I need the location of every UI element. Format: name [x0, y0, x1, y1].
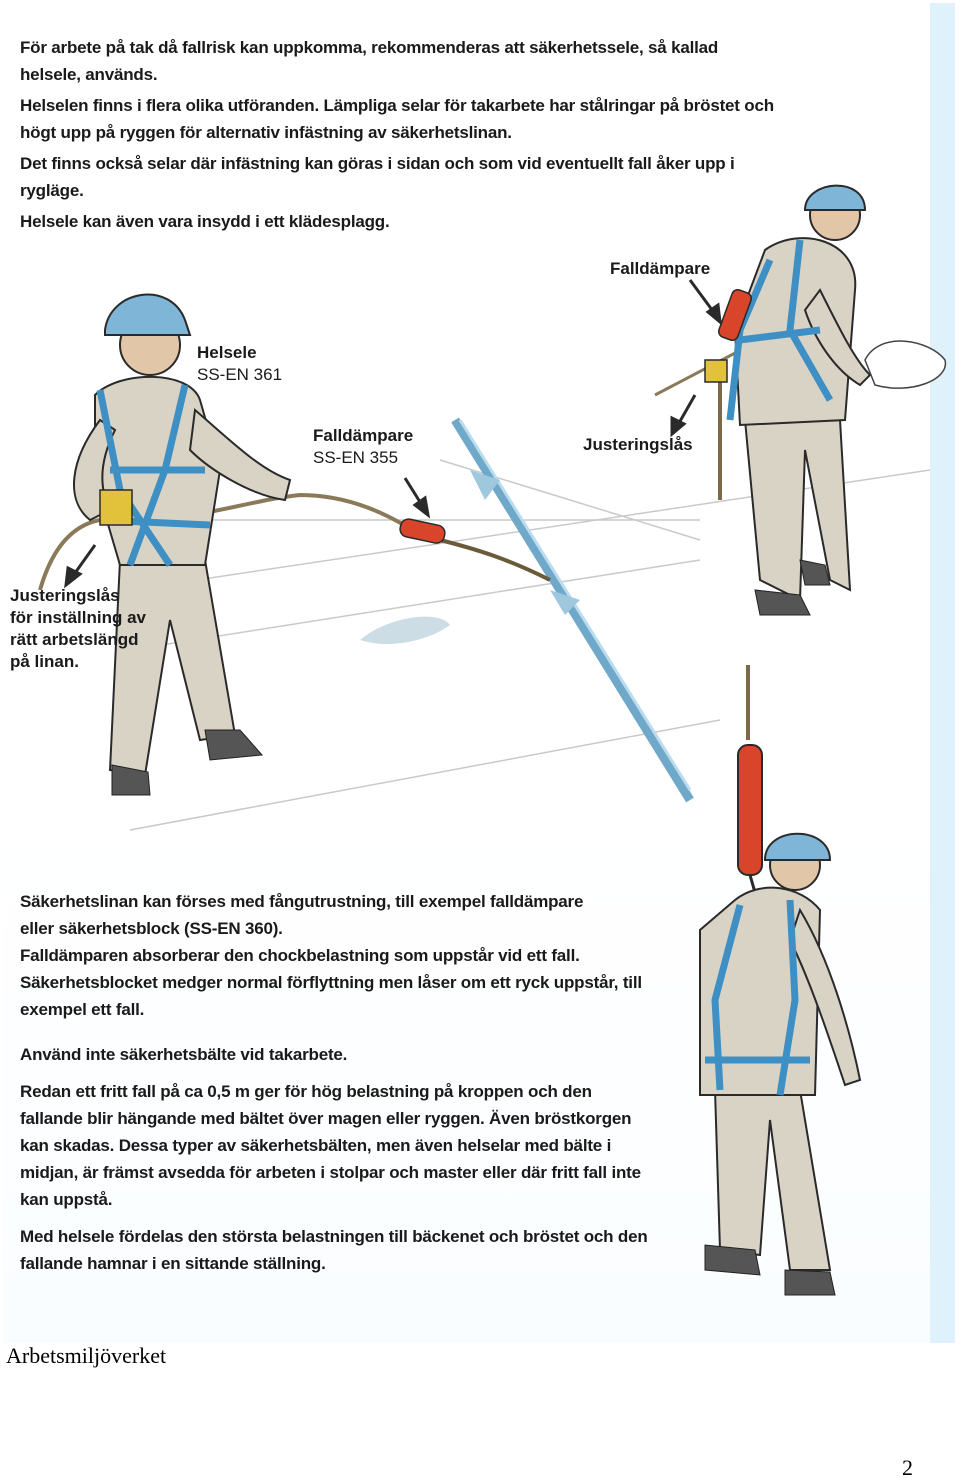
page-number: 2	[902, 1455, 913, 1480]
lower-paragraph-5: Med helsele fördelas den största belastn…	[20, 1227, 648, 1273]
label-helsele-line-2: SS-EN 361	[197, 365, 283, 384]
right-worker-top	[654, 184, 946, 616]
roof-rail	[451, 417, 694, 803]
lower-paragraph-2: Falldämparen absorberar den chockbelastn…	[20, 946, 642, 1019]
label-falldampare-mid-line-2: SS-EN 355	[313, 448, 399, 467]
intro-paragraph-4: Helsele kan även vara insydd i ett kläde…	[20, 212, 390, 231]
label-falldampare-mid-line-1: Falldämpare	[313, 426, 414, 445]
intro-text: För arbete på tak då fallrisk kan uppkom…	[20, 34, 780, 235]
left-worker	[38, 293, 551, 796]
lower-paragraph-3-warning: Använd inte säkerhetsbälte vid takarbete…	[20, 1045, 348, 1064]
lower-text: Säkerhetslinan kan förses med fångutrust…	[20, 888, 650, 1277]
right-worker-bottom	[699, 665, 862, 1296]
label-falldampare-top: Falldämpare	[610, 259, 711, 278]
panel-edge	[930, 3, 955, 1343]
label-justeringslas-right: Justeringslås	[583, 435, 693, 454]
label-helsele: Helsele SS-EN 361	[197, 342, 282, 386]
lower-paragraph-4: Redan ett fritt fall på ca 0,5 m ger för…	[20, 1082, 641, 1209]
label-justeringslas-left-line-1: Justeringslås	[10, 586, 120, 605]
publisher-name: Arbetsmiljöverket	[6, 1343, 167, 1368]
lower-paragraph-1: Säkerhetslinan kan förses med fångutrust…	[20, 892, 584, 938]
label-justeringslas-left: Justeringslås för inställning av rätt ar…	[10, 585, 160, 673]
intro-paragraph-3: Det finns också selar där infästning kan…	[20, 154, 735, 200]
intro-paragraph-2: Helselen finns i flera olika utföranden.…	[20, 96, 774, 142]
label-falldampare-mid: Falldämpare SS-EN 355	[313, 425, 413, 469]
label-justeringslas-left-line-2: för inställning av	[10, 608, 147, 627]
label-justeringslas-left-line-3: rätt arbetslängd	[10, 630, 139, 649]
pointer-arrows	[64, 279, 722, 589]
label-helsele-line-1: Helsele	[197, 343, 257, 362]
intro-paragraph-1: För arbete på tak då fallrisk kan uppkom…	[20, 38, 719, 84]
label-justeringslas-left-line-4: på linan.	[10, 652, 79, 671]
